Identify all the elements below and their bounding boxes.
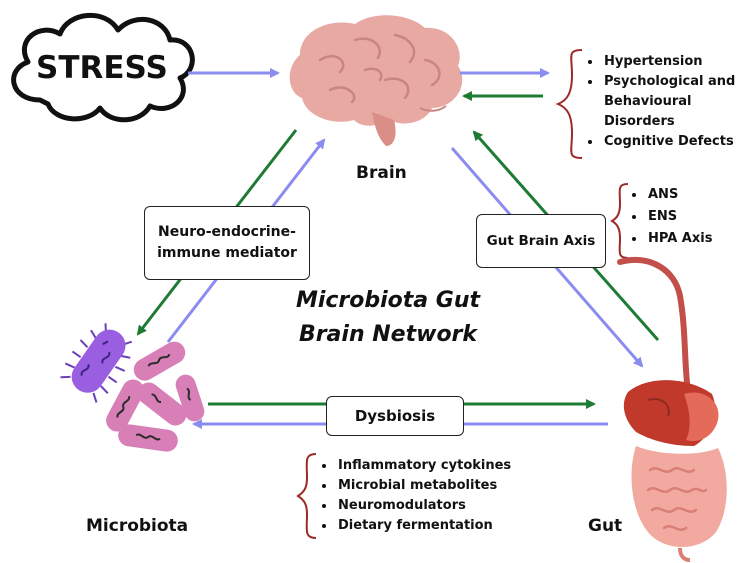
axis-list: ANS ENS HPA Axis	[632, 184, 712, 250]
dysbiosis-item: Dietary fermentation	[336, 516, 511, 536]
dysbiosis-box: Dysbiosis	[326, 396, 464, 436]
brain-icon	[289, 15, 463, 146]
microbiota-label: Microbiota	[86, 516, 189, 536]
effect-item: Hypertension	[602, 52, 735, 72]
bacteria-icon	[60, 323, 205, 452]
center-title-line1: Microbiota Gut	[295, 288, 481, 313]
dysbiosis-item: Neuromodulators	[336, 496, 511, 516]
gut-brain-axis-box: Gut Brain Axis	[476, 214, 606, 268]
effects-brace	[555, 49, 583, 159]
dysbiosis-brace	[296, 453, 317, 539]
axis-item: ENS	[646, 206, 712, 228]
stress-label: STRESS	[36, 50, 168, 86]
axis-item: ANS	[646, 184, 712, 206]
center-title: Microbiota Gut Brain Network	[276, 284, 500, 352]
gut-brain-axis-label: Gut Brain Axis	[486, 233, 596, 249]
effect-item-continuation: Behavioural	[604, 94, 692, 109]
axis-brace	[610, 183, 629, 259]
effect-item: Psychological and	[602, 72, 735, 92]
esophagus-tube	[617, 256, 691, 395]
stress-cloud-icon	[11, 13, 195, 123]
brain-effects-list: Hypertension Psychological and Behaviour…	[588, 52, 735, 152]
neuro-endocrine-box: Neuro-endocrine- immune mediator	[144, 206, 310, 280]
axis-item: HPA Axis	[646, 228, 712, 250]
dysbiosis-item: Inflammatory cytokines	[336, 456, 511, 476]
gut-icon	[623, 380, 727, 562]
gut-label: Gut	[588, 516, 623, 536]
neuro-box-line2: immune mediator	[157, 245, 297, 261]
dysbiosis-list: Inflammatory cytokines Microbial metabol…	[322, 456, 511, 536]
dysbiosis-label: Dysbiosis	[354, 407, 436, 425]
effect-item: Cognitive Defects	[602, 132, 735, 152]
neuro-box-line1: Neuro-endocrine-	[158, 224, 296, 240]
center-title-line2: Brain Network	[298, 322, 478, 347]
dysbiosis-item: Microbial metabolites	[336, 476, 511, 496]
brain-label: Brain	[356, 163, 407, 183]
effect-item-continuation: Disorders	[604, 114, 675, 129]
